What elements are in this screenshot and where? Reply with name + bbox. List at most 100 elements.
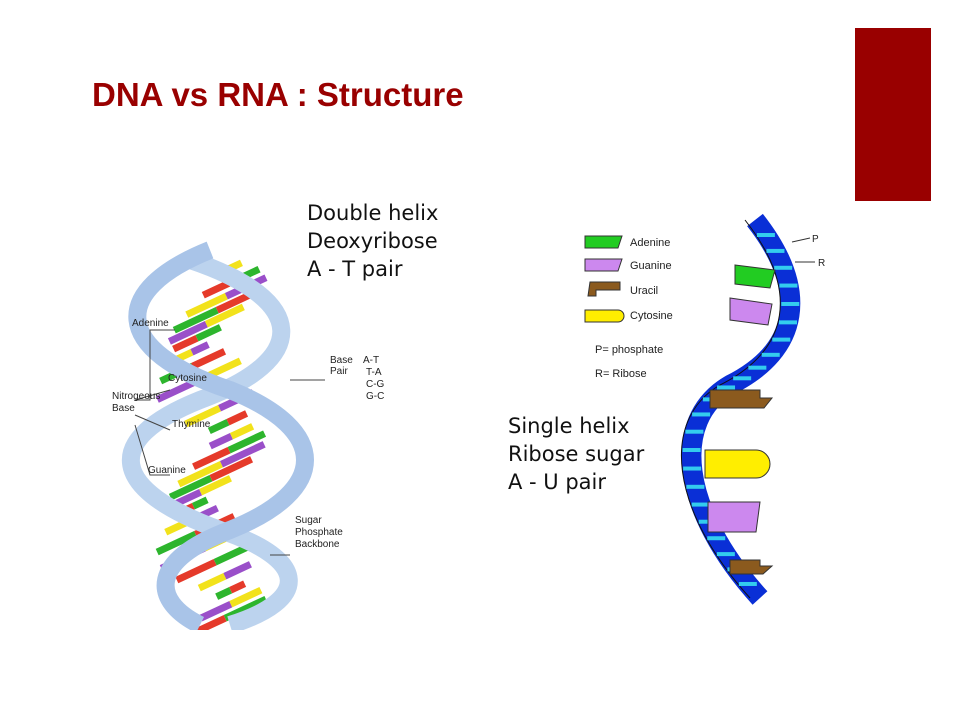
dna-base-segment [195, 324, 222, 342]
rna-backbone-outline [680, 219, 781, 599]
dna-properties: Double helix Deoxyribose A - T pair [307, 199, 438, 283]
dna-base-segment [190, 341, 210, 356]
dna-base-segment [172, 307, 219, 334]
legend-swatch-guanine [584, 258, 623, 272]
dna-base-segment [199, 475, 232, 496]
legend-label-uracil: Uracil [630, 285, 658, 297]
rna-backbone-rung [683, 466, 702, 471]
rna-backbone-rung [774, 265, 793, 270]
dna-base-segment [177, 461, 223, 488]
dna-base-segment [226, 410, 249, 426]
legend-label-cytosine: Cytosine [630, 310, 673, 322]
label-adenine: Adenine [132, 318, 169, 329]
key-ribose: R= Ribose [595, 368, 647, 380]
rna-backbone-rung [772, 337, 791, 342]
dna-base-segment [184, 405, 222, 428]
label-cytosine: Cytosine [168, 373, 207, 384]
dna-base-segment [183, 614, 227, 630]
slide-title: DNA vs RNA : Structure [92, 76, 464, 113]
dna-base-segment [201, 279, 233, 299]
rna-backbone-rung [733, 376, 752, 381]
label-pair-ta: T-A [366, 367, 382, 378]
rna-legend: Adenine Guanine Uracil Cytosine P= phosp… [584, 235, 673, 380]
rna-backbone-rung [692, 412, 711, 417]
dna-base-segment [204, 303, 245, 328]
dna-base-segment [197, 573, 227, 592]
dna-base-segment [191, 496, 209, 510]
rna-backbone-rung [685, 429, 704, 434]
dna-base-segment [191, 348, 227, 370]
legend-swatch-cytosine [584, 309, 625, 323]
rna-backbone-rung [748, 365, 767, 370]
dna-helix-illustration: Adenine Cytosine Nitrogeous Base Thymine… [112, 241, 385, 630]
rna-backbone-rung [717, 385, 736, 390]
rna-backbone-rung [707, 536, 726, 541]
legend-label-guanine: Guanine [630, 260, 672, 272]
rna-property: Ribose sugar [508, 442, 645, 466]
rna-base-adenine [734, 264, 776, 289]
dna-base-segment [172, 335, 199, 353]
marker-p: P [812, 234, 819, 245]
label-sugar: Sugar [295, 515, 322, 526]
rna-property: A - U pair [508, 470, 607, 494]
dna-base-segment [192, 447, 231, 470]
label-thymine: Thymine [172, 419, 211, 430]
legend-swatch-uracil [587, 281, 621, 297]
rna-backbone-rung [686, 484, 705, 489]
rna-base-cytosine [704, 449, 771, 479]
key-phosphate: P= phosphate [595, 344, 663, 356]
dna-property: Deoxyribose [307, 229, 438, 253]
dna-base-segment [215, 586, 233, 600]
rna-base-guanine [707, 501, 761, 533]
leader-line [135, 329, 175, 401]
dna-backbone-strand [121, 251, 298, 630]
label-pair-at: A-T [363, 355, 379, 366]
accent-bar [855, 28, 931, 201]
dna-base-segment [209, 456, 254, 482]
leader-line [134, 414, 171, 431]
rna-backbone-rung [779, 283, 798, 288]
dna-base-segment [207, 419, 230, 435]
dna-backbone-strand [128, 241, 314, 630]
rna-properties: Single helix Ribose sugar A - U pair [508, 412, 644, 496]
rna-backbone-rung [682, 448, 701, 453]
marker-line [791, 237, 811, 243]
label-base-pair: Base [330, 355, 353, 366]
dna-base-segment [223, 561, 252, 580]
rna-helix-illustration: Adenine Guanine Uracil Cytosine P= phosp… [584, 213, 825, 605]
rna-backbone-rung [781, 301, 800, 306]
rna-property: Single helix [508, 414, 630, 438]
dna-base-segment [220, 441, 266, 468]
dna-base-segment [229, 580, 247, 594]
label-backbone: Backbone [295, 539, 340, 550]
dna-base-segment [175, 559, 217, 584]
dna-base-segment [185, 292, 228, 318]
rna-backbone-rung [761, 352, 780, 357]
dna-base-segment [168, 475, 213, 501]
label-pair-gc: G-C [366, 391, 384, 402]
rna-backbone-rung [738, 581, 757, 586]
dna-base-segment [229, 586, 263, 608]
rna-backbone-rung [766, 248, 785, 253]
dna-base-segment [227, 430, 267, 454]
rna-backbone-rung [691, 502, 710, 507]
rna-base-uracil [709, 389, 774, 409]
dna-base-segment [155, 531, 198, 556]
leader-line [134, 389, 171, 401]
legend-label-adenine: Adenine [630, 237, 670, 249]
rna-backbone-rung [716, 552, 735, 557]
dna-property: A - T pair [307, 257, 403, 281]
dna-base-segment [229, 423, 255, 440]
dna-base-segment [199, 601, 233, 622]
label-base-pair: Pair [330, 366, 348, 377]
label-guanine: Guanine [148, 465, 186, 476]
dna-property: Double helix [307, 201, 439, 225]
dna-base-segment [167, 320, 208, 345]
marker-r: R [818, 258, 825, 269]
label-pair-cg: C-G [366, 379, 385, 390]
leader-line [134, 424, 170, 476]
rna-backbone-rung [779, 320, 798, 325]
rna-backbone-rung [756, 233, 775, 238]
label-phosphate: Phosphate [295, 527, 343, 538]
rna-base-uracil [729, 559, 774, 575]
